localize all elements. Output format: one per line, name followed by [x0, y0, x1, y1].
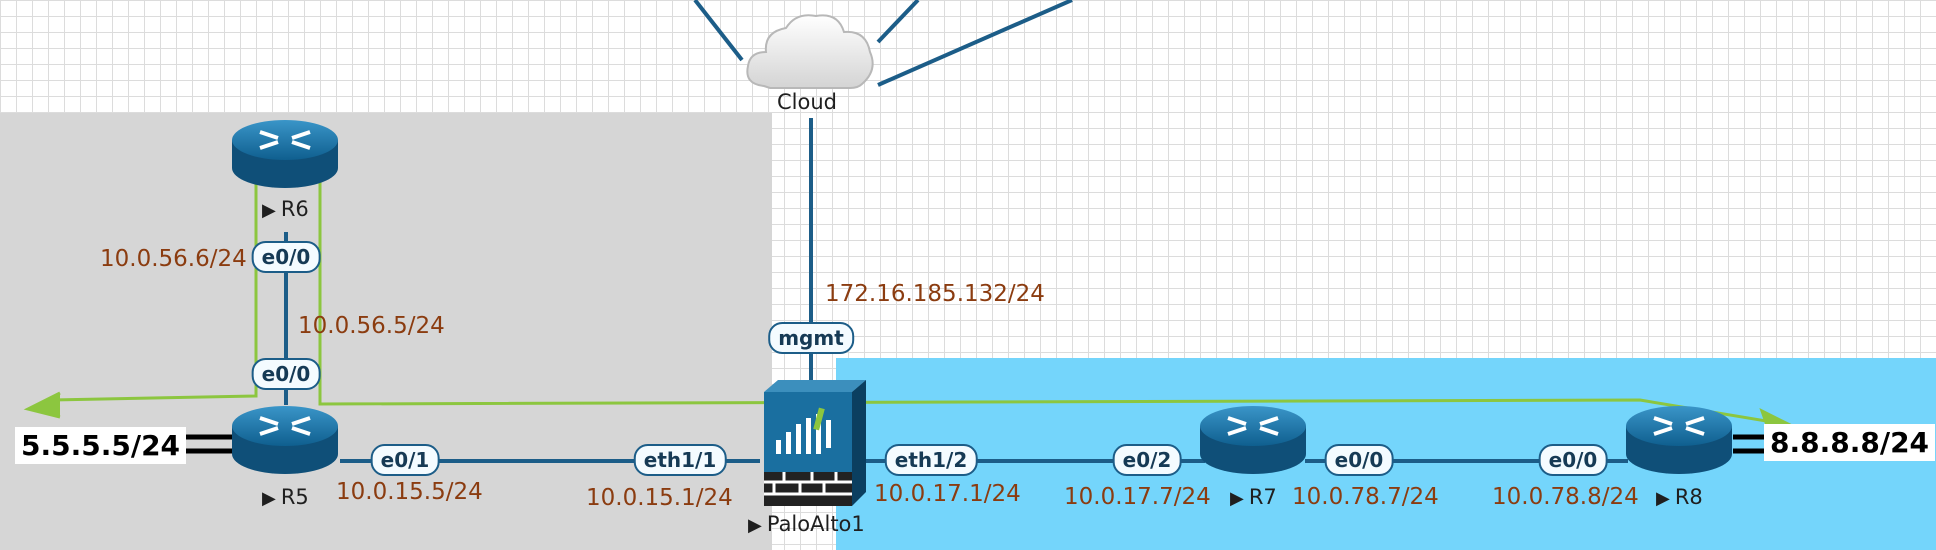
network-right: 8.8.8.8/24	[1764, 424, 1936, 461]
inside-zone	[0, 113, 772, 550]
cloud-uplink	[876, 0, 920, 44]
play-icon[interactable]: ▶	[262, 200, 276, 221]
paloalto-name: PaloAlto1	[766, 512, 865, 536]
ip-r8-e0-0: 10.0.78.8/24	[1492, 484, 1639, 510]
iface-r7-e0-2[interactable]: e0/2	[1112, 444, 1182, 476]
cloud-icon[interactable]	[742, 8, 878, 98]
r6-label: ▶R6	[262, 197, 309, 221]
firewall-icon[interactable]	[756, 380, 866, 508]
r5-label: ▶R5	[262, 485, 309, 509]
iface-r6-e0-0[interactable]: e0/0	[251, 241, 321, 273]
ip-pa-eth1-1: 10.0.15.1/24	[586, 485, 733, 511]
play-icon[interactable]: ▶	[748, 515, 762, 536]
ip-r6-e0-0: 10.0.56.6/24	[100, 246, 247, 272]
iface-r8-e0-0[interactable]: e0/0	[1538, 444, 1608, 476]
iface-r5-e0-0[interactable]: e0/0	[251, 358, 321, 390]
ip-r7-e0-0: 10.0.78.7/24	[1292, 484, 1439, 510]
network-left: 5.5.5.5/24	[15, 427, 187, 464]
cloud-uplink	[877, 0, 1073, 87]
play-icon[interactable]: ▶	[262, 488, 276, 509]
iface-pa-eth1-1[interactable]: eth1/1	[633, 444, 727, 476]
router-icon[interactable]	[230, 118, 340, 192]
play-icon[interactable]: ▶	[1230, 488, 1244, 509]
r7-name: R7	[1248, 485, 1277, 509]
ip-pa-mgmt: 172.16.185.132/24	[825, 281, 1045, 307]
iface-pa-eth1-2[interactable]: eth1/2	[884, 444, 978, 476]
iface-r5-e0-1[interactable]: e0/1	[370, 444, 440, 476]
r6-name: R6	[280, 197, 309, 221]
ip-pa-eth1-2: 10.0.17.1/24	[874, 481, 1021, 507]
router-icon[interactable]	[1198, 404, 1308, 478]
ip-r7-e0-2: 10.0.17.7/24	[1064, 484, 1211, 510]
r8-name: R8	[1674, 485, 1703, 509]
iface-pa-mgmt[interactable]: mgmt	[768, 322, 854, 354]
r8-label: ▶R8	[1656, 485, 1703, 509]
cloud-uplink	[693, 0, 744, 62]
r7-label: ▶R7	[1230, 485, 1277, 509]
ip-r5-e0-0: 10.0.56.5/24	[298, 313, 445, 339]
iface-r7-e0-0[interactable]: e0/0	[1324, 444, 1394, 476]
router-icon[interactable]	[1624, 404, 1734, 478]
router-icon[interactable]	[230, 404, 340, 478]
r5-name: R5	[280, 485, 309, 509]
play-icon[interactable]: ▶	[1656, 488, 1670, 509]
ip-r5-e0-1: 10.0.15.5/24	[336, 479, 483, 505]
paloalto-label: ▶PaloAlto1	[748, 512, 865, 536]
cloud-label: Cloud	[777, 90, 837, 114]
